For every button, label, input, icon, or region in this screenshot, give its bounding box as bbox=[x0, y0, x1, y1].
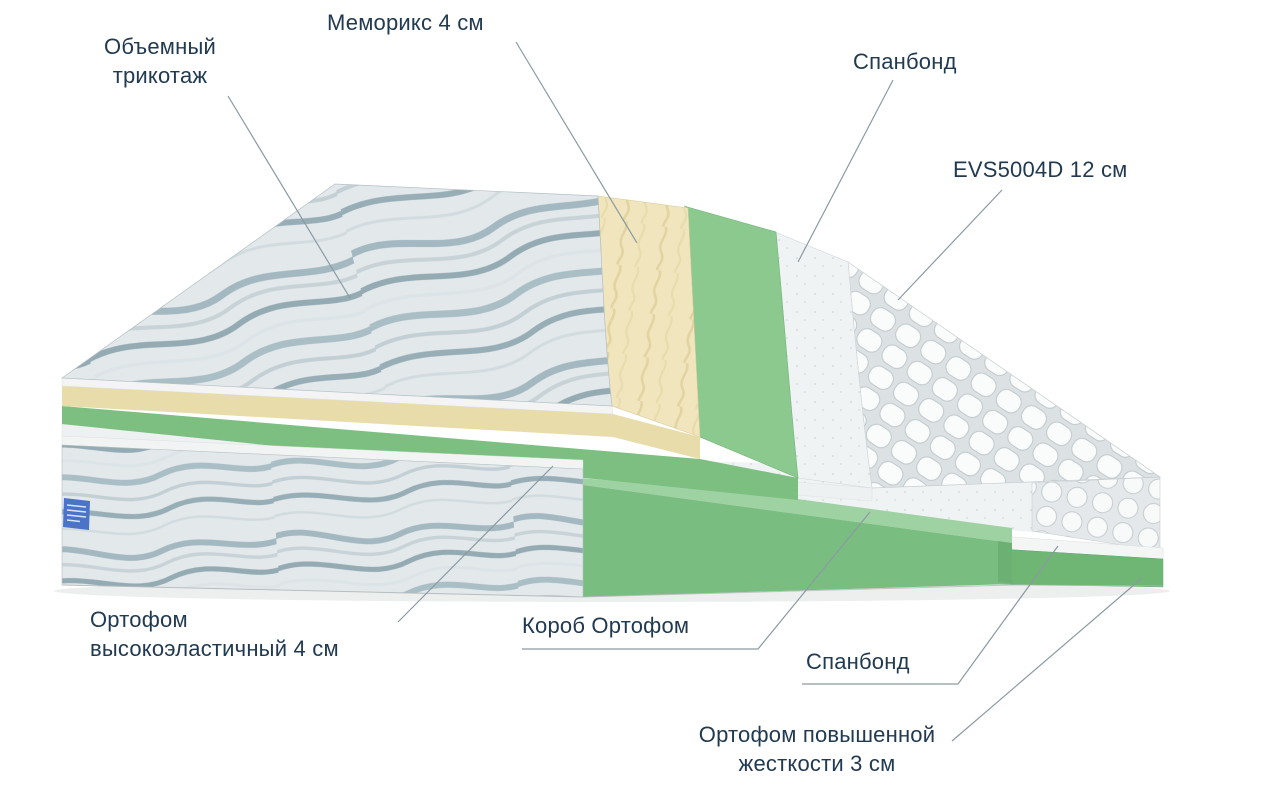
leader-knit bbox=[227, 95, 351, 299]
box-right-shade bbox=[998, 541, 1012, 584]
layer-memorix bbox=[62, 195, 701, 459]
springs-top-face bbox=[847, 261, 1162, 489]
leader-ortofoam-elastic bbox=[397, 465, 554, 623]
box-front-face bbox=[583, 485, 1012, 597]
layer-knit-cover bbox=[60, 183, 614, 415]
brand-tag bbox=[63, 498, 90, 530]
label-springs-evs: EVS5004D 12 см bbox=[953, 157, 1128, 182]
leader-box bbox=[522, 511, 871, 650]
label-box-ortofoam: Короб Ортофом bbox=[522, 613, 690, 638]
leader-ortofoam-rigid bbox=[951, 577, 1143, 742]
leader-evs bbox=[897, 189, 1003, 301]
label-knit-cover: Объемный трикотаж bbox=[104, 34, 216, 88]
leader-spunbond-bottom bbox=[802, 545, 1059, 685]
fabric-side-panel bbox=[61, 435, 584, 598]
memorix-top-strip bbox=[597, 195, 701, 438]
knit-top-face bbox=[60, 183, 613, 407]
label-ortofoam-rigid: Ортофом повышенной жесткости 3 см bbox=[698, 722, 936, 776]
label-spunbond-top: Спанбонд bbox=[853, 49, 957, 74]
label-memorix: Меморикс 4 см bbox=[327, 10, 484, 35]
leader-memorix bbox=[515, 41, 638, 244]
leader-spunbond-top bbox=[797, 79, 894, 263]
label-ortofoam-elastic: Ортофом высокоэластичный 4 см bbox=[90, 607, 339, 661]
memorix-front-face bbox=[62, 386, 700, 459]
side-fabric bbox=[61, 444, 584, 598]
leader-lines bbox=[227, 41, 1143, 742]
label-spunbond-bottom: Спанбонд bbox=[806, 649, 910, 674]
bottom-edge-line bbox=[61, 584, 1164, 598]
